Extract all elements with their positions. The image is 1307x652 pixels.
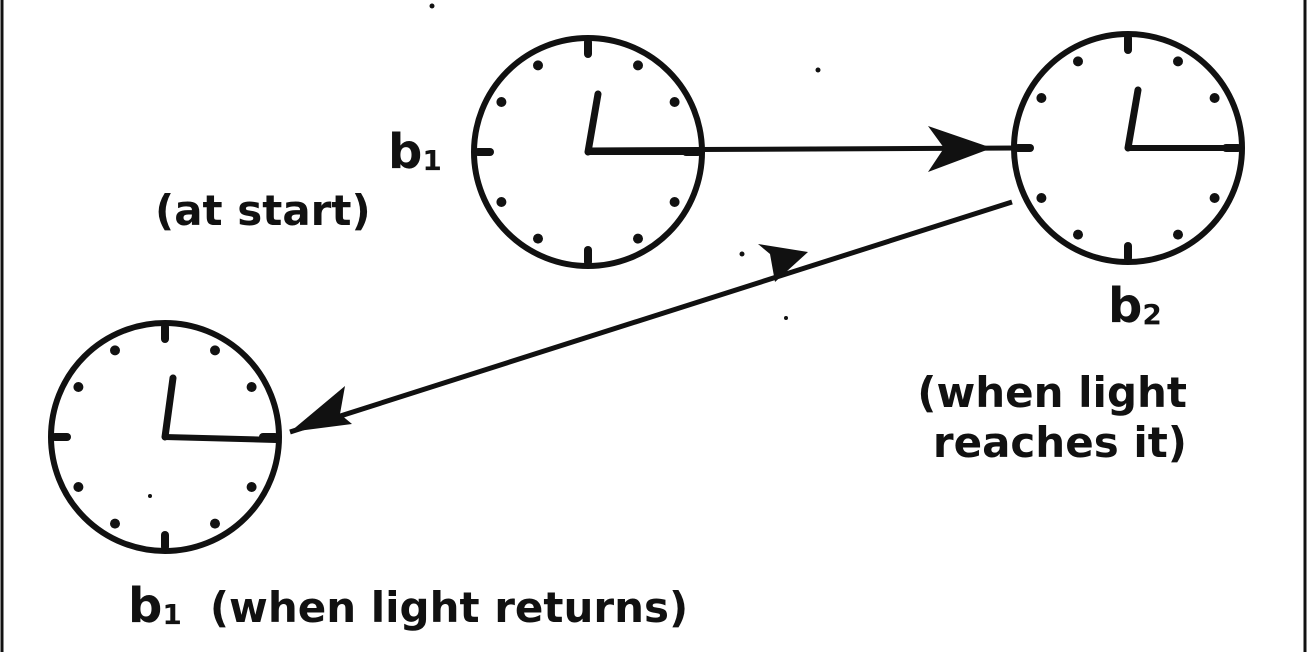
clock-b1-return-label: b1(when light returns) — [128, 582, 688, 639]
clock-b2-note-line1: (when light — [917, 368, 1187, 417]
clock-b2-note-line2: reaches it) — [932, 418, 1187, 467]
clock-hour-dot — [633, 60, 643, 71]
clock-hour-dot — [496, 197, 507, 207]
clock-hour-dot — [73, 482, 84, 492]
clock-b2-label: b2 — [1108, 282, 1162, 339]
clock-hour-hand — [1124, 86, 1142, 152]
light-path-outgoing-arrow — [587, 126, 1023, 172]
clock-hour-dot — [1173, 229, 1183, 240]
clock-b2-subscript: 2 — [1142, 298, 1162, 331]
clock-hour-dot — [669, 97, 680, 107]
clock-b1-return-subscript: 1 — [162, 598, 182, 631]
clock-hour-dot — [1073, 56, 1083, 67]
clock-hour-dot — [1209, 193, 1220, 203]
clock-hour-dot — [1209, 93, 1220, 103]
clock-hour-hand — [584, 90, 602, 156]
clock-minute-hand — [162, 434, 279, 443]
clock-hour-dot — [533, 60, 543, 71]
clock-hour-dot — [1036, 93, 1047, 103]
clock-hour-dot — [496, 97, 507, 107]
clock-hour-dot — [246, 482, 257, 492]
clock-hour-dot — [1173, 56, 1183, 67]
clock-hour-dot — [533, 233, 543, 244]
clock-b1-return-icon — [48, 320, 282, 554]
clock-hour-dot — [669, 197, 680, 207]
clock-b2-symbol: b — [1108, 278, 1143, 334]
clock-hour-dot — [633, 233, 643, 244]
clock-b2-icon — [1011, 31, 1245, 265]
clock-b1-start-note: (at start) — [155, 186, 371, 235]
clock-b2-note: (when light reaches it) — [917, 368, 1187, 468]
clock-hour-dot — [110, 518, 120, 529]
clock-b1-return-note: (when light returns) — [209, 583, 689, 632]
light-path-return-arrow — [289, 199, 1013, 435]
clock-hour-dot — [210, 345, 220, 356]
clock-hour-dot — [246, 382, 257, 392]
clock-b1-start-subscript: 1 — [422, 144, 442, 177]
clock-hour-dot — [210, 518, 220, 529]
clock-hour-dot — [110, 345, 120, 356]
scan-specks — [148, 3, 821, 498]
clock-hour-hand — [161, 374, 177, 441]
clock-b1-start-symbol: b — [388, 124, 423, 180]
clock-b1-start-label: b1 — [388, 128, 442, 185]
clock-hour-dot — [73, 382, 84, 392]
clock-hour-dot — [1073, 229, 1083, 240]
clock-b1-return-symbol: b — [128, 578, 163, 634]
clock-hour-dot — [1036, 193, 1047, 203]
